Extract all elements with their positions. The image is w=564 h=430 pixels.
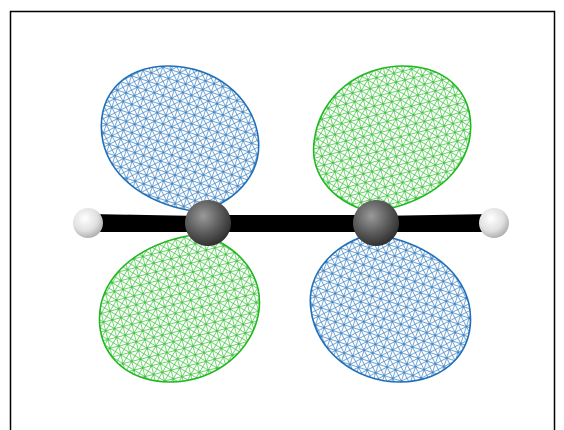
- bond-h-c-left: [90, 214, 200, 232]
- carbon-atom-left[interactable]: [185, 200, 231, 246]
- upper-right-orbital-lobe: [312, 65, 472, 213]
- bond-c-c: [200, 215, 376, 232]
- bond-c-h-right: [376, 214, 494, 232]
- viewer-frame: [9, 10, 556, 430]
- hydrogen-atom-right[interactable]: [479, 208, 509, 238]
- lower-left-orbital-lobe: [98, 233, 261, 383]
- upper-left-orbital-lobe: [100, 65, 260, 213]
- carbon-atom-right[interactable]: [353, 200, 399, 246]
- lower-right-orbital-lobe: [309, 233, 472, 383]
- hydrogen-atom-left[interactable]: [73, 208, 103, 238]
